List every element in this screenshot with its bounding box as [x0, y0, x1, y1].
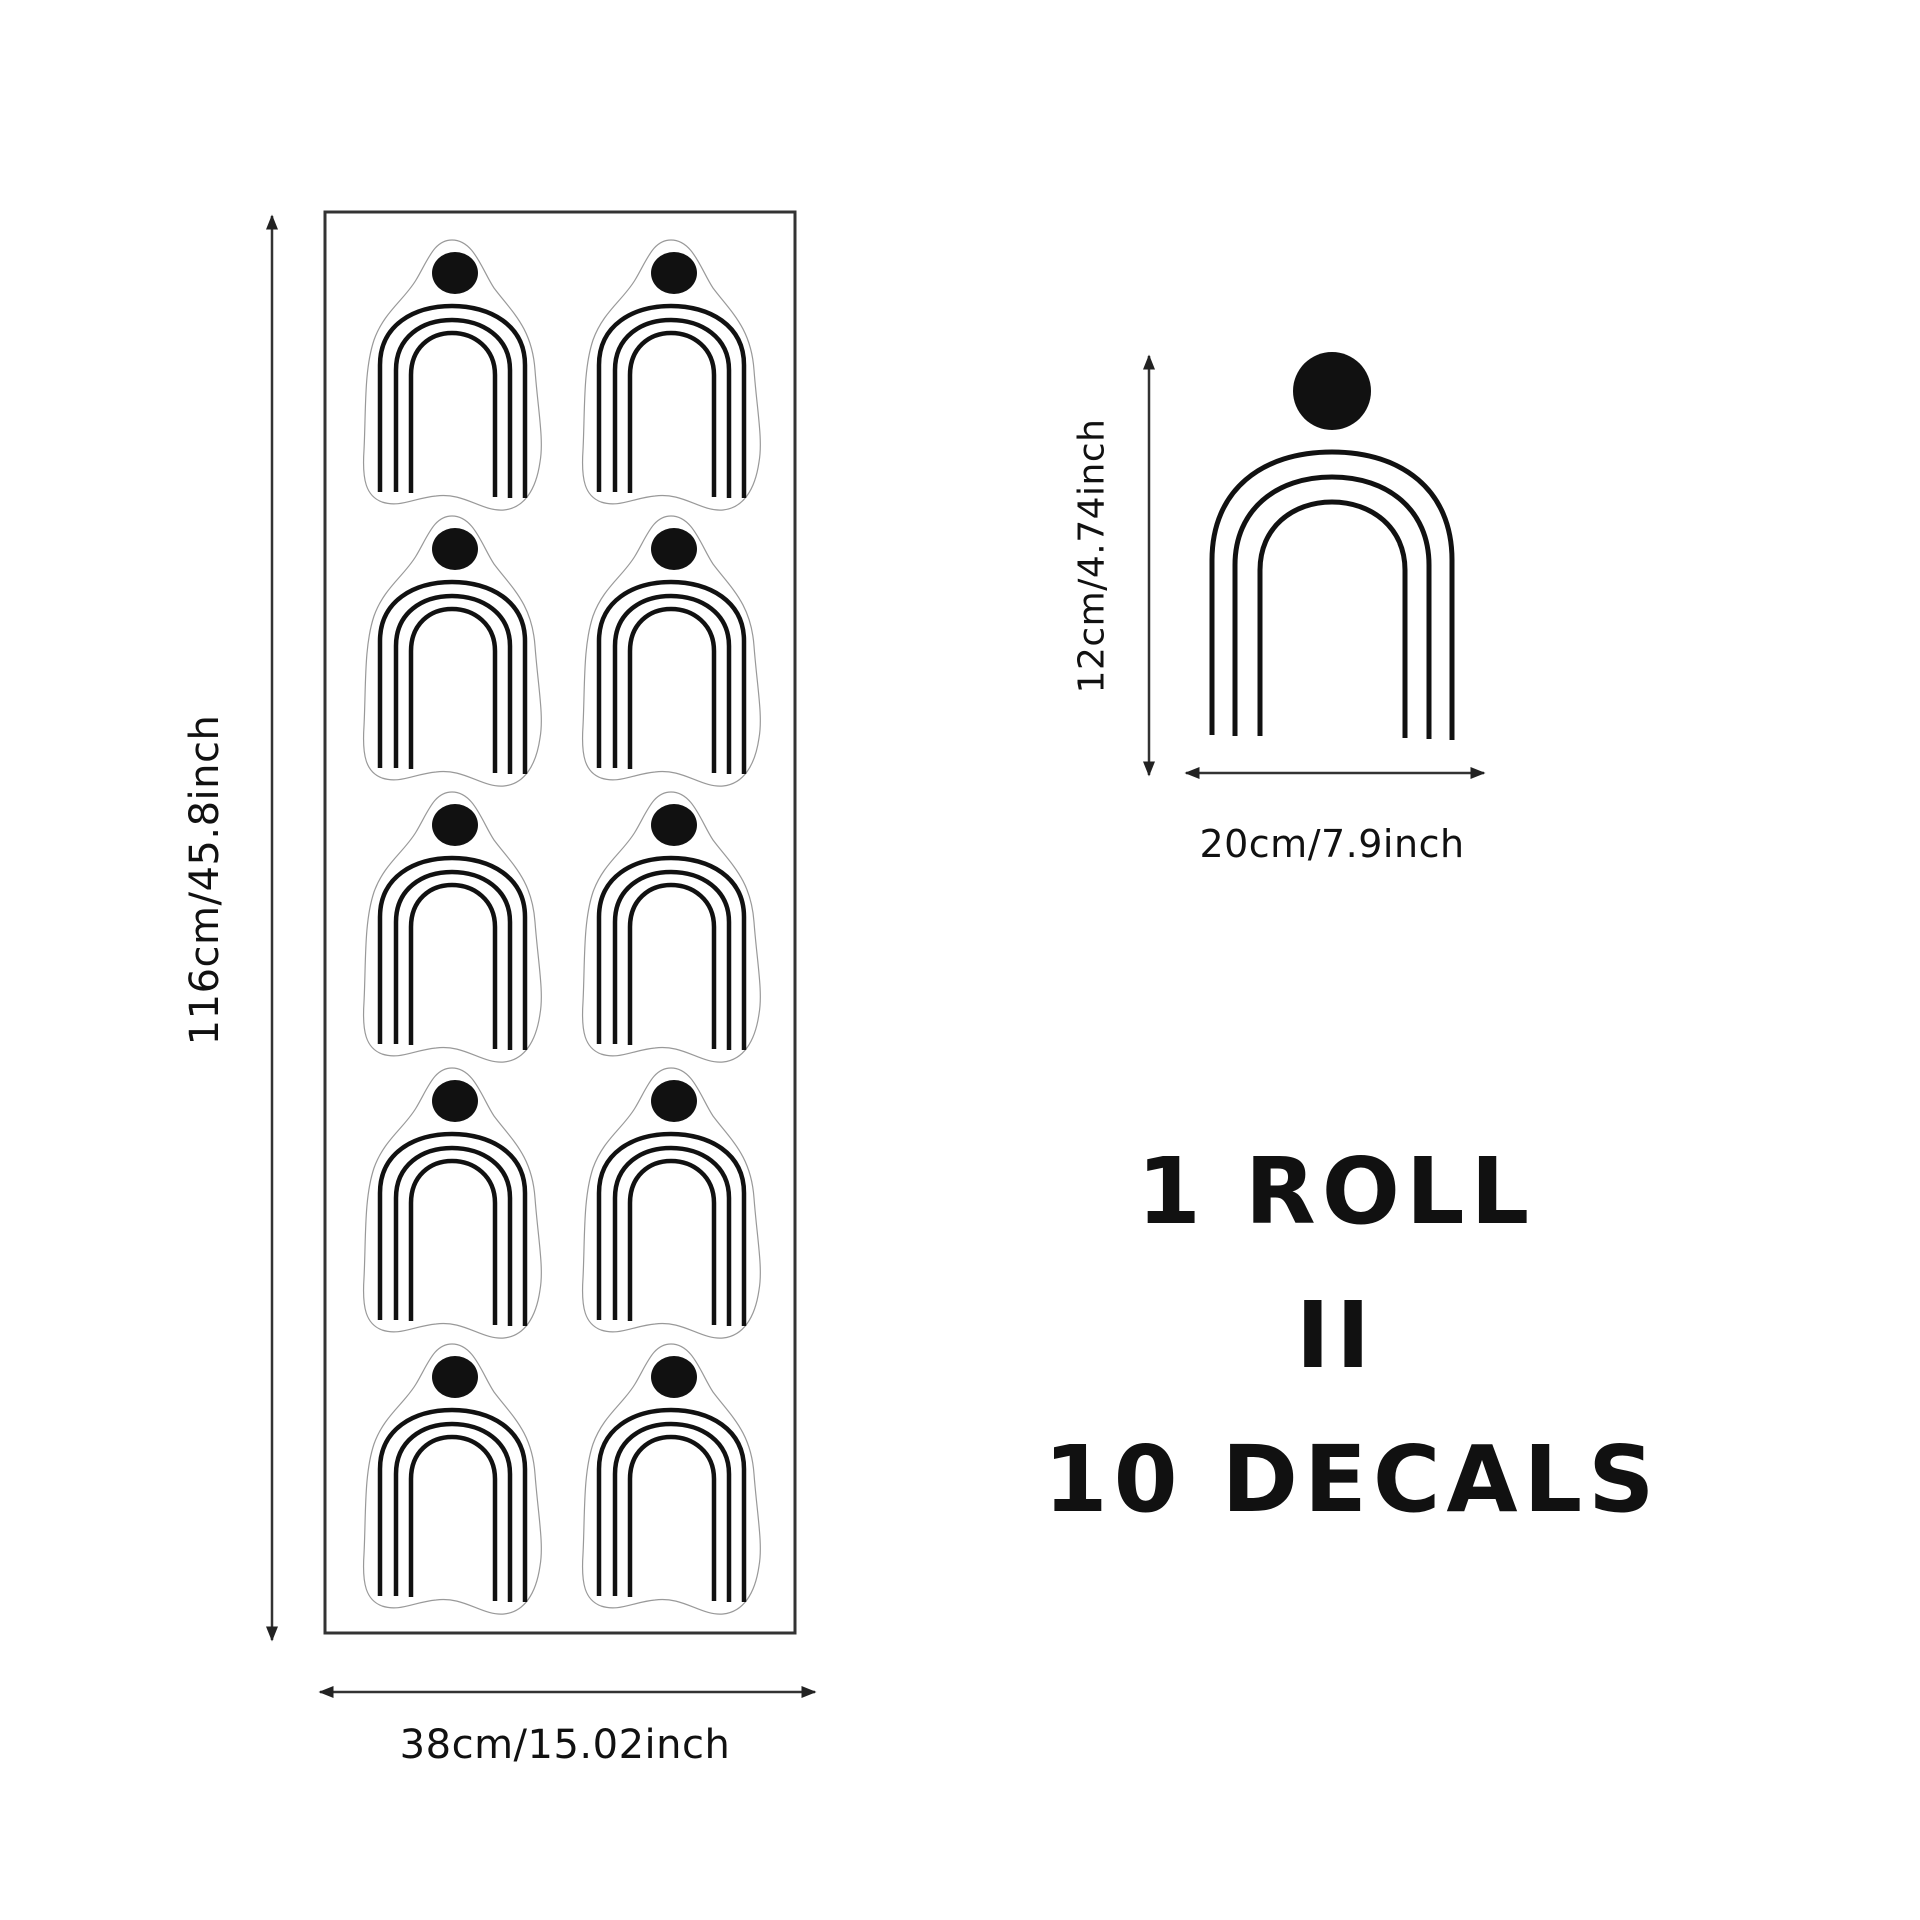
decal-width-label: 20cm/7.9inch: [1199, 822, 1465, 866]
decal-sheet: [323, 210, 797, 1635]
summary-decal-count: 10 DECALS: [1043, 1426, 1661, 1533]
decal-height-label: 12cm/4.74inch: [1071, 418, 1113, 694]
sheet-width-label: 38cm/15.02inch: [399, 1722, 731, 1768]
summary-roll-count: 1 ROLL: [1136, 1138, 1536, 1245]
decal-grid: [364, 240, 761, 1614]
single-decal-sample: [1209, 352, 1455, 740]
sheet-height-label: 116cm/45.8inch: [182, 714, 228, 1046]
summary-equals: II: [1295, 1282, 1377, 1389]
